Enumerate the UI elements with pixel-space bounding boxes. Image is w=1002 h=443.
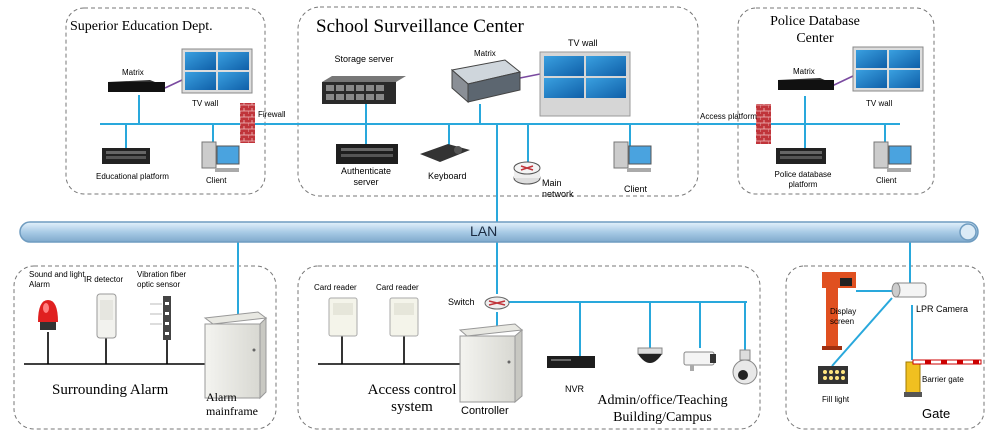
keyboard-icon bbox=[420, 144, 470, 162]
tv-wall-right-icon bbox=[852, 46, 924, 92]
matrix-center-label: Matrix bbox=[474, 49, 496, 58]
display-screen-label: Display screen bbox=[830, 307, 857, 326]
client-left-label: Client bbox=[206, 176, 227, 185]
zone-police bbox=[737, 7, 935, 195]
fill-light-icon bbox=[818, 366, 848, 384]
access-platform-label: Access platform bbox=[700, 112, 757, 121]
matrix-right-icon bbox=[778, 78, 834, 90]
connection-lines bbox=[100, 95, 913, 367]
ir-detector-icon bbox=[96, 293, 117, 339]
switch-icon bbox=[484, 296, 510, 310]
client-right-icon bbox=[873, 141, 912, 172]
lan-bar bbox=[19, 221, 979, 243]
client-right-label: Client bbox=[876, 176, 897, 185]
vibration-sensor-icon bbox=[150, 296, 171, 340]
lan-label: LAN bbox=[470, 223, 498, 239]
zone-alarm bbox=[13, 265, 277, 430]
barrier-gate-icon bbox=[904, 359, 982, 397]
main-network-icon bbox=[513, 161, 541, 185]
auth-server-icon bbox=[336, 144, 398, 164]
ptz-camera-icon bbox=[732, 349, 758, 385]
zone-title-alarm: Surrounding Alarm bbox=[52, 382, 169, 398]
vibration-sensor-label: Vibration fiber optic sensor bbox=[137, 270, 187, 289]
nvr-label: NVR bbox=[565, 384, 585, 394]
matrix-center-icon bbox=[450, 59, 522, 104]
zone-title-superior: Superior Education Dept. bbox=[70, 19, 213, 34]
display-screen-icon bbox=[822, 272, 856, 350]
alarm-mainframe-label: Alarm mainframe bbox=[206, 390, 258, 418]
card-reader-2-icon bbox=[389, 297, 419, 337]
police-platform-icon bbox=[776, 148, 826, 164]
zone-title-gate: Gate bbox=[922, 406, 951, 421]
edu-platform-icon bbox=[102, 148, 150, 164]
tvwall-left-label: TV wall bbox=[192, 99, 219, 108]
sound-alarm-label: Sound and light Alarm bbox=[29, 270, 85, 289]
nvr-icon bbox=[547, 356, 595, 368]
controller-label: Controller bbox=[461, 405, 509, 417]
alarm-mainframe-icon bbox=[203, 311, 268, 400]
card-reader-1-icon bbox=[328, 297, 358, 337]
alarm-light-icon bbox=[38, 300, 58, 330]
zone-title-police: Police Database Center bbox=[770, 14, 860, 46]
keyboard-label: Keyboard bbox=[428, 171, 467, 181]
lpr-camera-label: LPR Camera bbox=[916, 304, 969, 314]
bullet-camera-icon bbox=[683, 351, 716, 371]
auth-server-label: Authenticate server bbox=[340, 166, 392, 187]
zone-access bbox=[297, 265, 761, 430]
firewall-right-icon bbox=[756, 104, 771, 144]
edu-platform-label: Educational platform bbox=[96, 172, 169, 181]
tv-wall-left-icon bbox=[181, 48, 253, 94]
card-reader-2-label: Card reader bbox=[376, 283, 419, 292]
controller-icon bbox=[458, 323, 524, 404]
tvwall-center-label: TV wall bbox=[568, 38, 598, 48]
matrix-left-icon bbox=[108, 80, 165, 92]
police-platform-label: Police database platform bbox=[774, 170, 832, 189]
zone-title-surveillance: School Surveillance Center bbox=[316, 16, 524, 37]
fill-light-label: Fill light bbox=[822, 395, 850, 404]
tvwall-right-label: TV wall bbox=[866, 99, 893, 108]
ir-detector-label: IR detector bbox=[84, 275, 124, 284]
barrier-gate-label: Barrier gate bbox=[922, 375, 964, 384]
zone-title-access: Access control system bbox=[367, 382, 457, 415]
client-center-icon bbox=[613, 141, 652, 172]
tv-wall-center-icon bbox=[539, 51, 631, 117]
firewall-label: Firewall bbox=[258, 110, 286, 119]
storage-server-icon bbox=[322, 76, 406, 104]
lpr-camera-icon bbox=[891, 282, 927, 298]
storage-server-label: Storage server bbox=[334, 54, 394, 64]
switch-label: Switch bbox=[448, 297, 475, 307]
zone-title-admin: Admin/office/Teaching Building/Campus bbox=[597, 393, 728, 425]
zone-superior bbox=[65, 7, 266, 195]
matrix-left-label: Matrix bbox=[122, 68, 144, 77]
client-left-icon bbox=[201, 141, 240, 172]
matrix-right-label: Matrix bbox=[793, 67, 815, 76]
firewall-left-icon bbox=[240, 103, 255, 143]
card-reader-1-label: Card reader bbox=[314, 283, 357, 292]
zone-surveillance bbox=[297, 6, 699, 197]
zone-gate bbox=[785, 265, 985, 430]
client-center-label: Client bbox=[624, 184, 648, 194]
dome-camera-icon bbox=[637, 347, 663, 363]
main-network-label: Main network bbox=[542, 178, 574, 199]
